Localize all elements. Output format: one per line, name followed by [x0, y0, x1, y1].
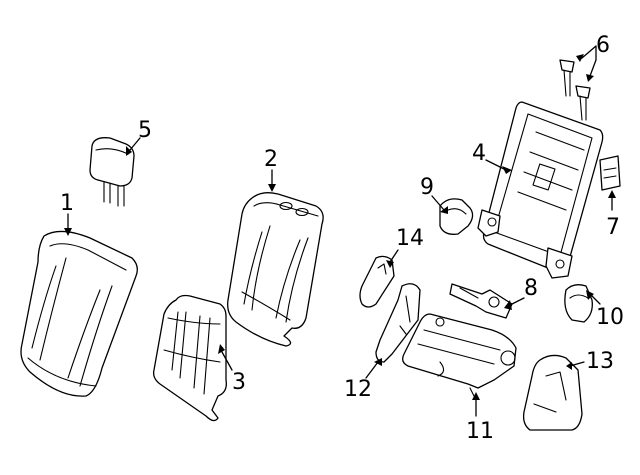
callout-1: 1: [60, 191, 74, 216]
part-9-trim-cover[interactable]: [439, 198, 474, 235]
callout-2: 2: [264, 147, 278, 172]
arrow-13: [566, 362, 572, 370]
callout-6: 6: [596, 33, 610, 58]
part-14-side-cover[interactable]: [359, 255, 395, 308]
arrow-9: [440, 206, 448, 214]
leader-lines: [64, 45, 616, 417]
callout-3: 3: [232, 370, 246, 395]
part-6-headrest-guides[interactable]: [559, 59, 591, 121]
part-8-recliner-mechanism[interactable]: [449, 283, 513, 319]
part-7-latch-cover[interactable]: [599, 155, 621, 191]
callout-4: 4: [472, 141, 486, 166]
callout-11: 11: [466, 419, 494, 444]
part-5-headrest[interactable]: [89, 137, 135, 207]
part-13-side-shield[interactable]: [522, 354, 583, 431]
arrow-6b: [586, 74, 594, 82]
callout-labels: 1 2 3 4 5 6 7 8 9 10 11 12 13 14: [60, 33, 624, 444]
part-4-seat-back-frame[interactable]: [477, 101, 604, 279]
part-2-seat-back-pad[interactable]: [227, 192, 324, 347]
arrow-7: [608, 190, 616, 198]
arrow-12: [374, 358, 382, 366]
part-1-seat-back-cover[interactable]: [20, 230, 138, 397]
arrow-4: [502, 166, 512, 174]
arrow-6a: [576, 54, 584, 62]
part-11-cushion-frame[interactable]: [402, 313, 517, 397]
callout-13: 13: [586, 349, 614, 374]
arrow-5: [126, 146, 132, 156]
arrow-14: [386, 260, 394, 268]
callout-12: 12: [344, 377, 372, 402]
callout-14: 14: [396, 226, 424, 251]
callout-7: 7: [606, 215, 620, 240]
part-3-back-panel[interactable]: [152, 294, 227, 422]
arrow-1: [64, 228, 72, 236]
arrow-2: [268, 184, 276, 192]
callout-8: 8: [524, 276, 538, 301]
callout-10: 10: [596, 305, 624, 330]
callout-9: 9: [420, 175, 434, 200]
part-12-bracket[interactable]: [375, 283, 421, 363]
callout-5: 5: [138, 118, 152, 143]
arrow-10: [586, 290, 594, 300]
arrow-3: [218, 344, 225, 354]
arrow-11: [472, 392, 480, 400]
part-10-trim-cover[interactable]: [564, 284, 593, 323]
arrow-8: [504, 300, 512, 310]
